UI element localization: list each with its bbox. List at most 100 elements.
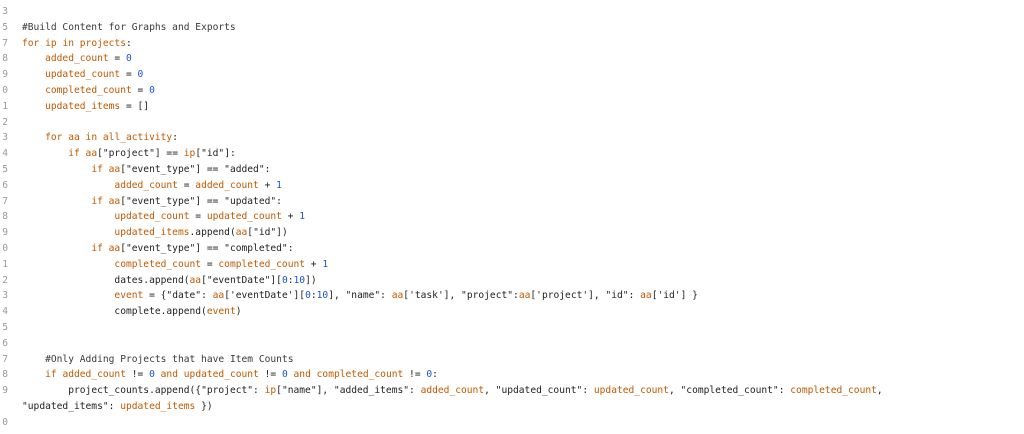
code-token: and bbox=[154, 369, 184, 381]
code-token bbox=[22, 211, 114, 222]
code-line[interactable]: 3 event = {"date": aa['eventDate'][0:10]… bbox=[0, 288, 1024, 303]
code-line[interactable]: 4 if aa["project"] == ip["id"]: bbox=[0, 146, 1024, 161]
code-token bbox=[22, 196, 91, 207]
code-token bbox=[22, 259, 114, 270]
code-token: in bbox=[56, 37, 80, 49]
code-token: ["event_type"] == "updated": bbox=[120, 195, 282, 207]
code-line[interactable]: 6 added_count = added_count + 1 bbox=[0, 178, 1024, 193]
code-token: updated_count bbox=[183, 369, 259, 381]
code-line[interactable]: 0 bbox=[0, 415, 1024, 430]
code-line[interactable]: 1 completed_count = completed_count + 1 bbox=[0, 257, 1024, 272]
code-token bbox=[22, 290, 114, 301]
code-token: aa bbox=[640, 290, 652, 302]
code-token bbox=[22, 69, 45, 80]
code-token bbox=[22, 101, 45, 112]
code-line[interactable]: 7 #Only Adding Projects that have Item C… bbox=[0, 352, 1024, 367]
line-number: 4 bbox=[2, 306, 8, 318]
code-token: 0 bbox=[281, 274, 288, 286]
code-token: + bbox=[305, 258, 323, 270]
code-line[interactable]: 1 updated_items = [] bbox=[0, 99, 1024, 114]
code-line[interactable]: 2 bbox=[0, 115, 1024, 130]
code-token: 1 bbox=[322, 258, 329, 270]
code-token: 1 bbox=[299, 211, 306, 223]
code-token: ["eventDate"][ bbox=[201, 274, 282, 286]
code-token: ["name"], "added_items": bbox=[276, 385, 421, 397]
code-token: added_count bbox=[45, 53, 109, 65]
code-line[interactable]: 3 bbox=[0, 4, 1024, 19]
code-token: if bbox=[68, 148, 86, 160]
code-line[interactable]: "updated_items": updated_items }) bbox=[0, 399, 1024, 414]
code-line[interactable]: 8 if added_count != 0 and updated_count … bbox=[0, 367, 1024, 382]
code-line[interactable]: 0 completed_count = 0 bbox=[0, 83, 1024, 98]
line-number: 7 bbox=[2, 195, 8, 207]
code-token: 10 bbox=[293, 274, 306, 286]
code-token: ) bbox=[235, 306, 242, 318]
code-line[interactable]: 9 updated_items.append(aa["id"]) bbox=[0, 225, 1024, 240]
code-line[interactable]: 2 dates.append(aa["eventDate"][0:10]) bbox=[0, 273, 1024, 288]
code-token: 0 bbox=[149, 85, 155, 96]
code-token: 10 bbox=[316, 290, 329, 302]
code-line[interactable]: 5#Build Content for Graphs and Exports bbox=[0, 20, 1024, 35]
code-token: if bbox=[91, 164, 109, 175]
code-text: added_count = 0 bbox=[22, 51, 132, 66]
line-number: 5 bbox=[2, 322, 8, 333]
code-token bbox=[22, 164, 91, 175]
code-token: 0 bbox=[305, 290, 311, 302]
code-text: completed_count = 0 bbox=[22, 83, 155, 98]
code-token: completed_count bbox=[45, 85, 132, 96]
code-token: aa bbox=[108, 164, 121, 175]
code-token: 1 bbox=[276, 179, 282, 191]
code-text: complete.append(event) bbox=[22, 304, 242, 319]
line-number: 8 bbox=[2, 369, 8, 381]
code-token: : bbox=[287, 274, 294, 286]
code-token: ip bbox=[183, 148, 196, 160]
code-line[interactable]: 9 project_counts.append({"project": ip["… bbox=[0, 383, 1024, 398]
code-token: aa bbox=[212, 290, 225, 302]
code-line[interactable]: 5 if aa["event_type"] == "added": bbox=[0, 162, 1024, 177]
code-text: #Build Content for Graphs and Exports bbox=[22, 20, 236, 35]
code-token: .append( bbox=[189, 227, 236, 239]
code-text: updated_items.append(aa["id"]) bbox=[22, 225, 287, 240]
code-text: for aa in all_activity: bbox=[22, 130, 178, 145]
code-token: event bbox=[114, 290, 144, 302]
code-line[interactable]: 5 bbox=[0, 320, 1024, 335]
code-line[interactable]: 0 if aa["event_type"] == "completed": bbox=[0, 241, 1024, 256]
code-token: updated_count bbox=[114, 211, 190, 223]
code-token: aa bbox=[391, 290, 404, 302]
code-token: updated_items bbox=[45, 100, 121, 112]
line-number: 2 bbox=[2, 116, 8, 128]
code-text: updated_items = [] bbox=[22, 99, 149, 114]
line-number: 6 bbox=[2, 337, 8, 349]
code-token: if bbox=[45, 369, 63, 381]
code-line[interactable]: 8 added_count = 0 bbox=[0, 51, 1024, 66]
code-line[interactable]: 9 updated_count = 0 bbox=[0, 67, 1024, 82]
line-number: 3 bbox=[2, 290, 8, 302]
code-token: 0 bbox=[137, 69, 144, 81]
code-token: ['eventDate'][ bbox=[224, 290, 306, 302]
code-token bbox=[22, 132, 45, 143]
code-token: ], "name": bbox=[328, 290, 392, 302]
code-text: event = {"date": aa['eventDate'][0:10], … bbox=[22, 288, 698, 303]
code-line[interactable]: 6 bbox=[0, 336, 1024, 351]
code-token: project_counts.append({"project": bbox=[68, 385, 265, 397]
code-token: ip bbox=[264, 385, 277, 397]
code-token: != bbox=[125, 369, 150, 381]
line-number: 0 bbox=[2, 85, 8, 96]
code-line[interactable]: 8 updated_count = updated_count + 1 bbox=[0, 209, 1024, 224]
line-number: 9 bbox=[2, 69, 8, 81]
code-token bbox=[22, 53, 45, 64]
code-token: aa bbox=[518, 290, 531, 302]
code-line[interactable]: 4 complete.append(event) bbox=[0, 304, 1024, 319]
code-token: added_count bbox=[195, 179, 259, 191]
code-token: 0 bbox=[426, 369, 433, 381]
code-token: completed_count bbox=[316, 369, 404, 381]
code-token: complete.append( bbox=[114, 306, 207, 318]
code-text: if aa["project"] == ip["id"]: bbox=[22, 146, 236, 161]
code-token: , bbox=[876, 385, 883, 397]
code-token: ]) bbox=[305, 274, 317, 286]
code-line[interactable]: 7 if aa["event_type"] == "updated": bbox=[0, 194, 1024, 209]
code-line[interactable]: 3 for aa in all_activity: bbox=[0, 130, 1024, 145]
code-token bbox=[22, 275, 114, 286]
